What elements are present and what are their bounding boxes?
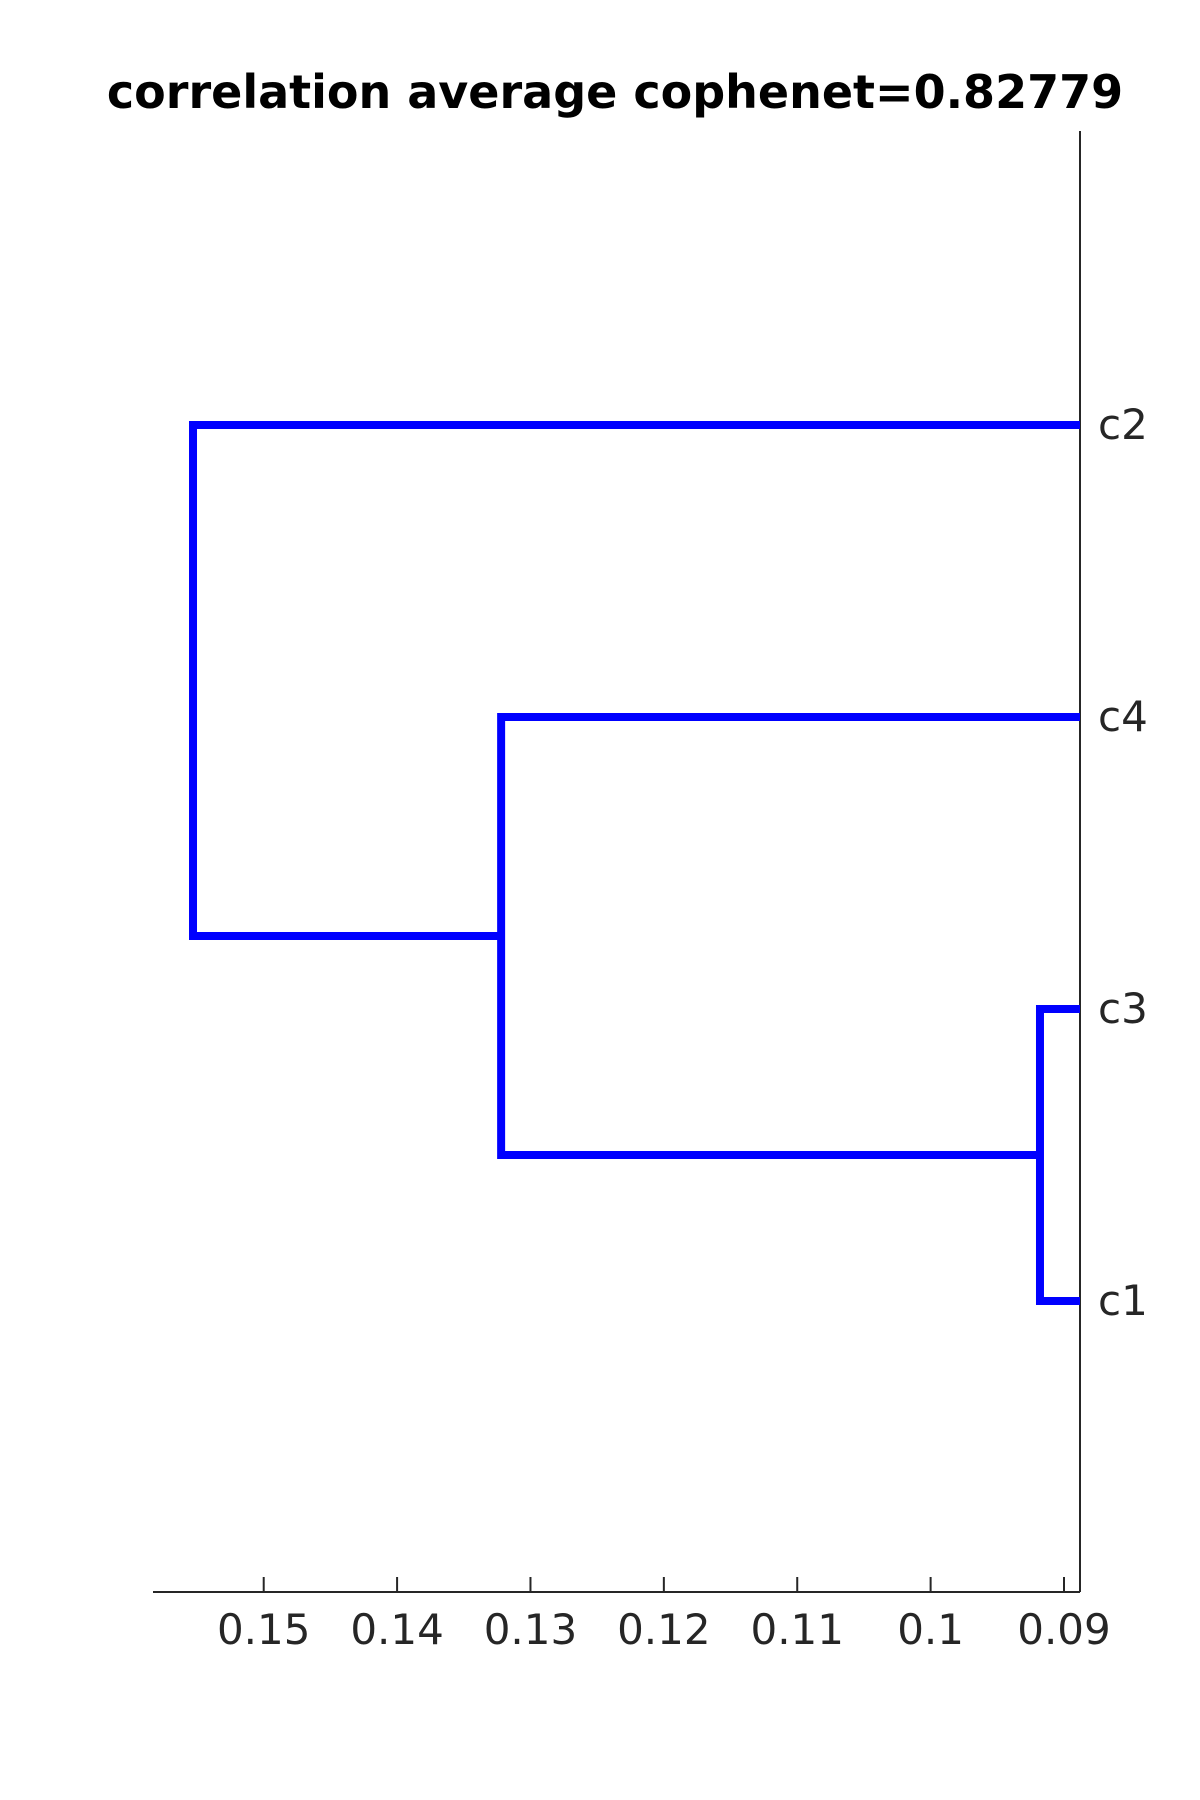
dendrogram-link-3 (189, 421, 1080, 940)
chart-title: correlation average cophenet=0.82779 (107, 65, 1123, 119)
leaf-label-c2: c2 (1098, 400, 1148, 449)
x-tick-label: 0.09 (1017, 1605, 1111, 1654)
leaf-label-c1: c1 (1098, 1276, 1148, 1325)
dendrogram-links (189, 421, 1080, 1305)
leaf-label-c4: c4 (1098, 692, 1148, 741)
leaf-label-c3: c3 (1098, 984, 1148, 1033)
x-tick-label: 0.14 (350, 1605, 444, 1654)
x-tick-label: 0.12 (617, 1605, 711, 1654)
axes (153, 131, 1081, 1593)
dendrogram-link-1 (1035, 1005, 1080, 1305)
x-tick-label: 0.13 (484, 1605, 578, 1654)
x-tick-label: 0.11 (750, 1605, 844, 1654)
x-tick-label: 0.15 (217, 1605, 311, 1654)
leaf-labels: c2 c4 c3 c1 (1098, 400, 1148, 1325)
x-ticks: 0.15 0.14 0.13 0.12 0.11 0.1 0.09 (217, 1577, 1111, 1654)
x-tick-label: 0.1 (897, 1605, 964, 1654)
